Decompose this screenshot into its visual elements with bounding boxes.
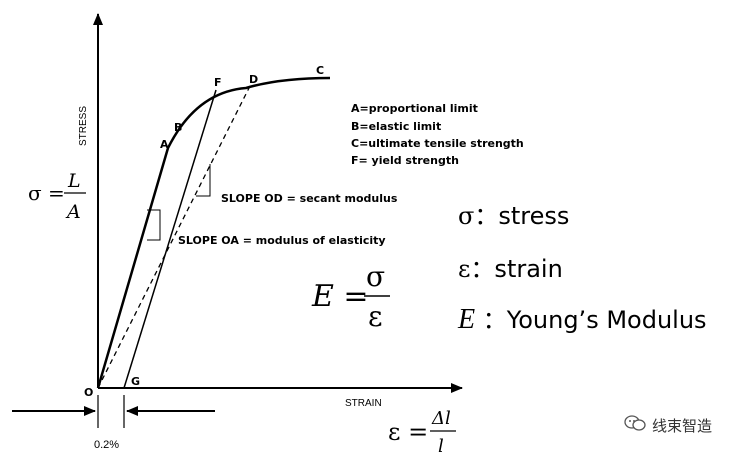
sigma-formula-numerator: L (67, 170, 81, 192)
offset-label: 0.2% (94, 439, 119, 451)
legend-line-c: C=ultimate tensile strength (351, 137, 524, 150)
point-b-label: B (174, 121, 182, 134)
sigma-formula-lhs: σ = (28, 181, 65, 205)
slope-od-annotation: SLOPE OD = secant modulus (221, 192, 398, 205)
point-g-label: G (131, 375, 140, 388)
definition-strain-text: ：strain (470, 255, 563, 283)
x-axis-label: STRAIN (345, 398, 382, 409)
definition-stress-text: ：stress (474, 202, 570, 230)
definition-modulus-symbol: E (458, 304, 476, 335)
definition-modulus: E ：Young’s Modulus (458, 300, 707, 336)
definition-stress-symbol: σ (458, 202, 475, 230)
point-o-label: O (84, 386, 93, 399)
eps-formula-numerator: Δl (431, 408, 451, 429)
definition-stress: σ：stress (458, 196, 569, 231)
slope-oa-annotation: SLOPE OA = modulus of elasticity (178, 234, 386, 247)
point-d-label: D (249, 73, 258, 86)
point-a-label: A (160, 138, 169, 151)
chat-bubble-icon (624, 414, 646, 436)
sigma-formula-denominator: A (65, 201, 81, 223)
watermark-text: 线束智造 (652, 416, 713, 435)
legend-line-b: B=elastic limit (351, 120, 441, 133)
definition-modulus-text: ：Young’s Modulus (482, 306, 707, 334)
legend-line-a: A=proportional limit (351, 102, 478, 115)
e-formula-denominator: ε (368, 300, 383, 333)
point-c-label: C (316, 64, 324, 77)
eps-formula-lhs: ε = (388, 418, 428, 446)
eps-formula-denominator: l (438, 436, 444, 457)
stress-strain-curve (96, 76, 331, 389)
definition-strain: ε：strain (458, 249, 563, 284)
slope-triangle-od (196, 164, 211, 197)
point-f-label: F (214, 76, 222, 89)
secant-line-od (97, 85, 251, 389)
e-formula-lhs: E = (311, 279, 369, 314)
watermark: 线束智造 (624, 414, 712, 436)
slope-triangle-oa (147, 209, 161, 241)
offset-line-gf (123, 89, 217, 389)
legend-line-f: F= yield strength (351, 154, 459, 167)
y-axis-label: STRESS (78, 106, 89, 146)
e-formula-numerator: σ (366, 260, 385, 293)
definition-strain-symbol: ε (458, 255, 471, 283)
